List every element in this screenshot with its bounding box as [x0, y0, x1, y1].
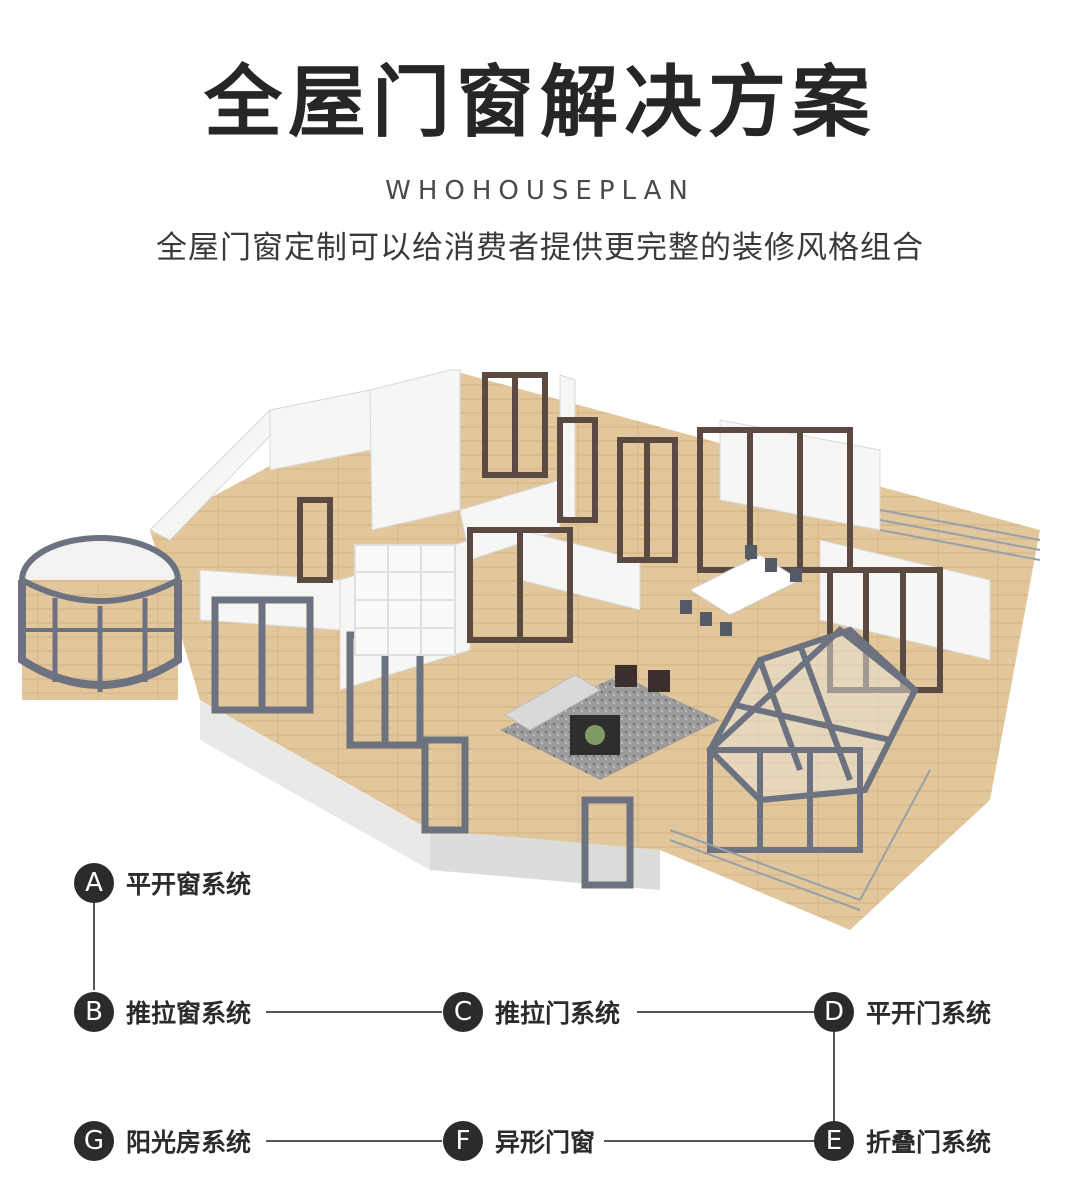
- page-subtitle-english: WHOHOUSEPLAN: [385, 176, 695, 206]
- label-b: 推拉窗系统: [126, 999, 252, 1028]
- system-d: D 平开门系统: [814, 992, 991, 1032]
- page-title: 全屋门窗解决方案: [203, 58, 876, 148]
- house-floorplan-illustration: [18, 369, 1041, 930]
- round-bay-room: [18, 535, 182, 700]
- system-e: E 折叠门系统: [814, 1121, 991, 1161]
- system-b: B 推拉窗系统: [74, 992, 251, 1032]
- gray-window-frames: [211, 596, 634, 889]
- system-a: A 平开窗系统: [74, 863, 251, 903]
- connector-g-f: [266, 1140, 442, 1142]
- badge-a: A: [74, 863, 114, 903]
- system-f: F 异形门窗: [443, 1121, 595, 1161]
- badge-f: F: [443, 1121, 483, 1161]
- connector-b-c: [266, 1011, 442, 1013]
- badge-c: C: [443, 992, 483, 1032]
- label-f: 异形门窗: [495, 1128, 596, 1157]
- label-d: 平开门系统: [866, 999, 992, 1028]
- dining-table: [680, 545, 802, 636]
- system-g: G 阳光房系统: [74, 1121, 251, 1161]
- badge-b: B: [74, 992, 114, 1032]
- label-e: 折叠门系统: [866, 1128, 992, 1157]
- badge-d: D: [814, 992, 854, 1032]
- badge-e: E: [814, 1121, 854, 1161]
- living-room: [500, 665, 720, 780]
- bookshelf: [354, 544, 456, 656]
- label-g: 阳光房系统: [126, 1128, 252, 1157]
- balcony-railings: [669, 509, 1041, 911]
- badge-g: G: [74, 1121, 114, 1161]
- sunroom: [706, 626, 919, 853]
- connector-a-b: [93, 903, 95, 990]
- connector-c-d: [637, 1011, 815, 1013]
- label-c: 推拉门系统: [495, 999, 621, 1028]
- page-subtitle-chinese: 全屋门窗定制可以给消费者提供更完整的装修风格组合: [156, 230, 924, 266]
- label-a: 平开窗系统: [126, 870, 252, 899]
- connector-f-e: [604, 1140, 815, 1142]
- system-c: C 推拉门系统: [443, 992, 620, 1032]
- connector-d-e: [833, 1032, 835, 1123]
